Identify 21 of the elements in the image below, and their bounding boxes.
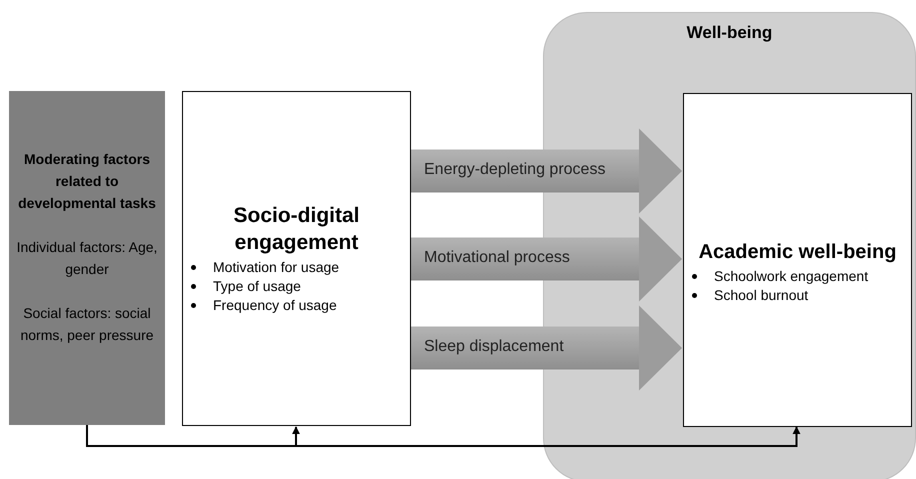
factor-text: Social factors: social norms, peer pressure [19, 304, 155, 345]
factor-text: Individual factors: Age, gender [16, 238, 158, 279]
factor-box [9, 91, 165, 425]
box-heading: Socio-digital engagement [232, 203, 360, 256]
bullet-text: Type of usage [213, 278, 301, 294]
panel-title: Well-being [686, 23, 774, 43]
connector-arrow [86, 425, 800, 447]
block-arrow [411, 306, 682, 390]
box-heading: Moderating factors related to developmental tasks [17, 150, 157, 213]
concept-box [182, 91, 411, 426]
edge-label: Sleep displacement [424, 337, 564, 357]
block-arrow [411, 128, 682, 214]
edge-label: Motivational process [424, 248, 570, 268]
edge-label: Energy-depleting process [424, 160, 606, 180]
bullet-text: School burnout [714, 287, 808, 303]
box-heading: Academic well-being [698, 240, 898, 265]
bullet-text: Schoolwork engagement [714, 268, 868, 284]
bullet-text: Motivation for usage [213, 259, 340, 275]
concept-box [683, 93, 912, 427]
bullet-text: Frequency of usage [213, 297, 337, 313]
block-arrow [411, 216, 682, 302]
